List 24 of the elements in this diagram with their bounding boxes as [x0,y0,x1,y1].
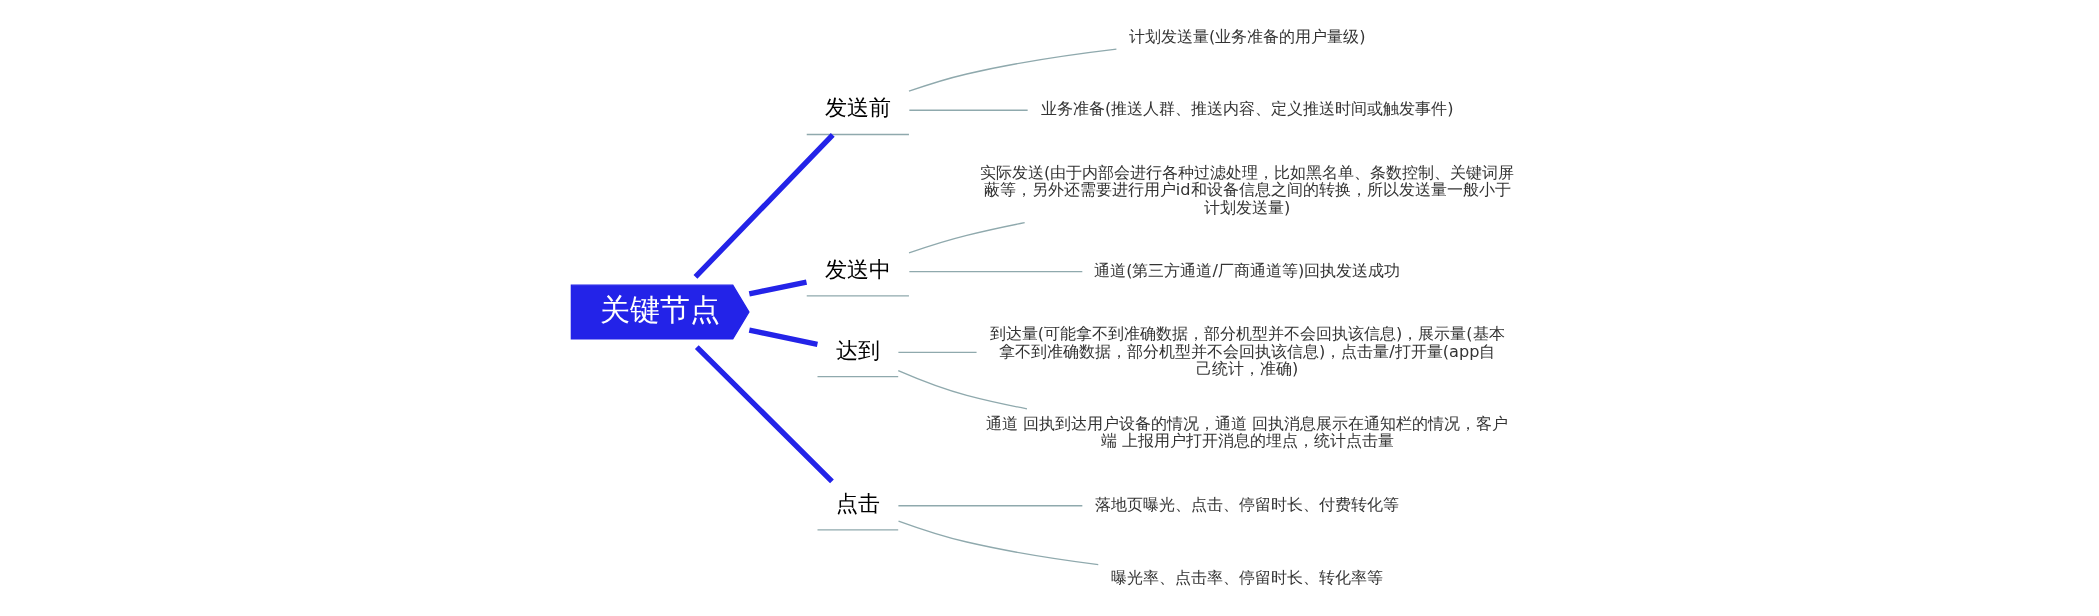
node-text: 发送前 [824,96,891,121]
connector [897,505,1083,507]
connector [908,48,1118,92]
connector [908,109,1029,111]
node-text: 到达量(可能拿不到准确数据，部分机型并不会回执该信息)，展示量(基本拿不到准确数据，部分机型并不会回执该信息)，点击量/打开量(app自己统计，准确) [989,324,1505,379]
connector [748,327,818,347]
node-text: 达到 [835,338,880,363]
node-text: 发送中 [824,257,891,282]
connector [897,520,1099,566]
connector [748,279,808,297]
connector [693,133,835,279]
connector [908,222,1026,254]
connector [694,345,834,484]
node-text: 通道 回执到达用户设备的情况，通道 回执消息展示在通知栏的情况，客户端 上报用户打开消息的埋点，统计点击量 [986,413,1509,450]
node-text: 实际发送(由于内部会进行各种过滤处理，比如黑名单、条数控制、关键词屏蔽等，另外还需要进行用户id和设备信息之间的转换，所以发送量一般小于计划发送量) [980,162,1515,217]
connector [908,271,1083,273]
connector [897,370,1028,410]
node-text: 通道(第三方通道/厂商通道等)回执发送成功 [1094,260,1401,280]
node-text: 点击 [835,491,880,516]
node-text: 业务准备(推送人群、推送内容、定义推送时间或触发事件) [1040,99,1454,119]
node-text: 曝光率、点击率、停留时长、转化率等 [1111,567,1384,587]
node-text: 计划发送量(业务准备的用户量级) [1128,26,1366,46]
node-text: 落地页曝光、点击、停留时长、付费转化等 [1095,494,1400,514]
connector [897,351,978,354]
